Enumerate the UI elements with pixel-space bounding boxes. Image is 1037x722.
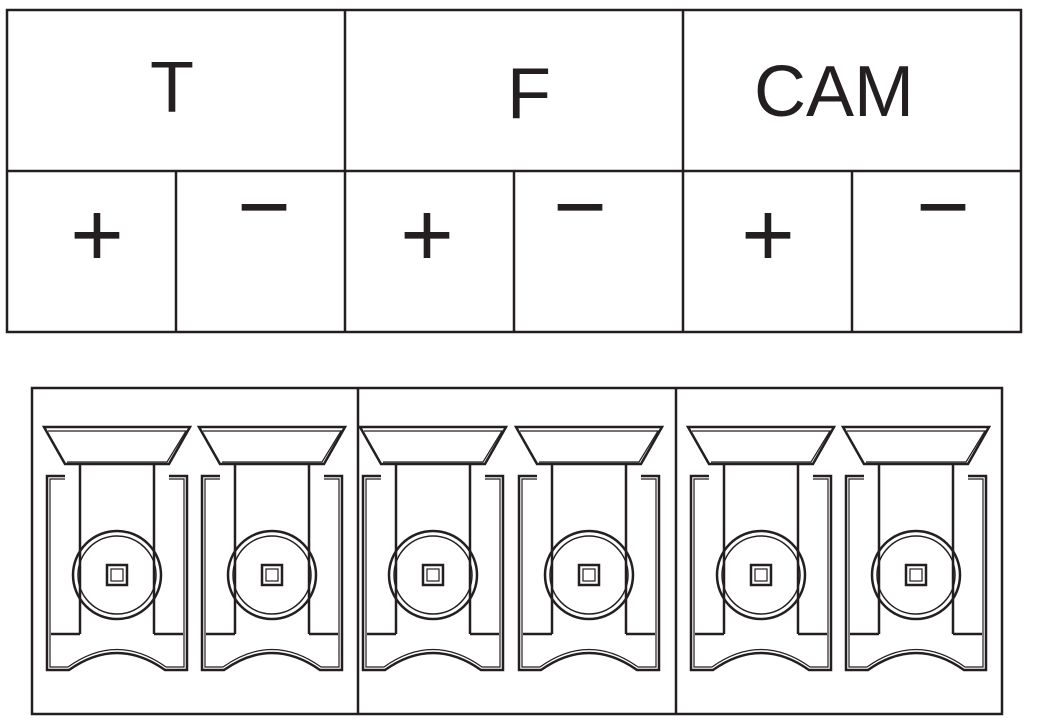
group-label-t: T	[150, 48, 194, 128]
terminal-block-housing	[30, 386, 1004, 716]
polarity-label-t-plus: +	[70, 184, 124, 286]
polarity-label-f-plus: +	[400, 184, 454, 286]
terminal-screw-f-plus	[358, 425, 508, 672]
terminal-block-border	[30, 386, 1004, 716]
polarity-label-f-minus: −	[553, 156, 607, 258]
polarity-label-t-minus: −	[237, 156, 291, 258]
terminal-screw-cam-plus	[686, 425, 836, 672]
group-label-cam: CAM	[754, 52, 914, 132]
group-label-f: F	[507, 54, 551, 134]
terminal-screw-cam-minus	[841, 425, 991, 672]
terminal-screw-t-minus	[197, 425, 347, 672]
polarity-label-cam-minus: −	[916, 156, 970, 258]
terminal-screw-f-minus	[514, 425, 664, 672]
label-table	[5, 8, 1023, 334]
polarity-label-cam-plus: +	[741, 184, 795, 286]
terminal-screw-t-plus	[42, 425, 192, 672]
